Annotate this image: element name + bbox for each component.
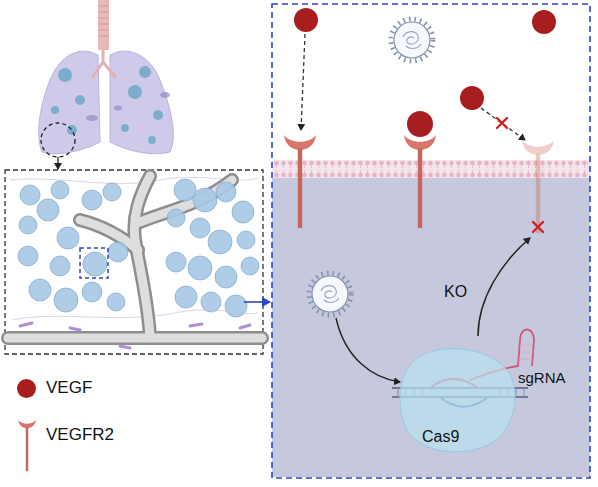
receptor [404, 135, 436, 228]
zoom-arrow [244, 301, 270, 303]
tissue-box [5, 170, 263, 354]
sgrna-label: sgRNA [518, 370, 566, 387]
viral-vector [391, 19, 433, 61]
viral-vector [309, 273, 351, 315]
zoom-circle [41, 123, 75, 157]
tumor-spots [51, 66, 163, 144]
knockout-arrow [478, 238, 530, 336]
protein-label: Cas9 [422, 428, 459, 446]
cross-mark [533, 222, 543, 232]
cytoplasm [272, 178, 590, 477]
zoom-arrow [57, 157, 58, 169]
cell-box [272, 4, 590, 478]
trachea [98, 0, 109, 50]
knockout-label: KO [444, 283, 467, 301]
receptor-knocked-out [522, 140, 554, 233]
blocked-arrow [481, 108, 525, 140]
cas9-complex: Cas9 [398, 344, 520, 454]
vegf [294, 8, 318, 32]
vegf [460, 86, 484, 110]
receptor-sample [18, 420, 36, 471]
cross-mark [497, 118, 507, 128]
right-lung [110, 51, 173, 154]
binding-arrow [301, 34, 305, 130]
delivery-arrow [336, 318, 400, 382]
zoom-square [80, 248, 108, 278]
receptor [284, 135, 316, 228]
legend-text: VEGFR2 [46, 426, 114, 445]
legend-swatch [17, 379, 36, 398]
legend-text: VEGF [46, 379, 92, 398]
blood-vessels [8, 176, 262, 338]
cell-membrane [272, 160, 590, 178]
vegf [407, 111, 433, 137]
tumor-cells [18, 179, 259, 317]
left-lung [39, 51, 100, 154]
vegf [532, 10, 556, 34]
